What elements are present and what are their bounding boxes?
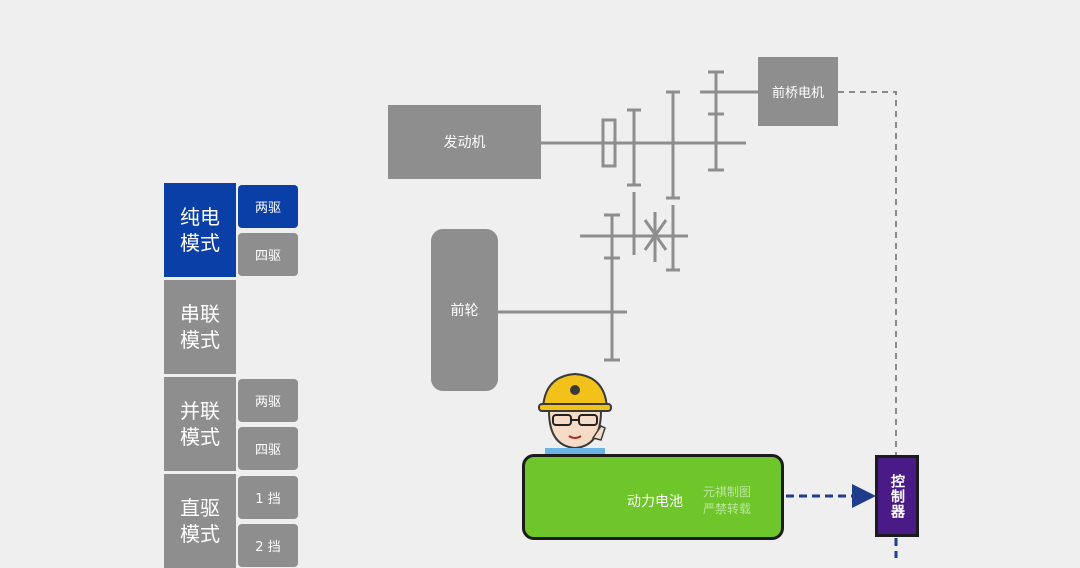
mascot-engineer-icon	[538, 372, 612, 456]
mode-direct-drive-label: 直驱模式	[180, 496, 220, 546]
mode-parallel-label: 并联模式	[180, 399, 220, 449]
sub-direct-drive-gear1[interactable]: 1 挡	[238, 476, 298, 519]
mode-parallel[interactable]: 并联模式	[164, 377, 236, 471]
front-wheel-block: 前轮	[431, 229, 498, 391]
sub-parallel-4wd[interactable]: 四驱	[238, 427, 298, 470]
controller-block: 控制器	[875, 455, 919, 537]
engine-block: 发动机	[388, 105, 541, 179]
mode-series-label: 串联模式	[180, 302, 220, 352]
watermark-line-2: 严禁转载	[703, 502, 752, 516]
mode-pure-electric-label: 纯电模式	[180, 205, 220, 255]
signal-motor-controller	[838, 91, 897, 455]
watermark: 元祺制图 严禁转载	[703, 484, 751, 518]
sub-pure-electric-2wd[interactable]: 两驱	[238, 185, 298, 228]
sub-parallel-2wd[interactable]: 两驱	[238, 379, 298, 422]
front-motor-block: 前桥电机	[758, 57, 838, 126]
sub-pure-electric-4wd[interactable]: 四驱	[238, 233, 298, 276]
mode-pure-electric[interactable]: 纯电模式	[164, 183, 236, 277]
power-battery-block: 动力电池 元祺制图 严禁转载	[522, 454, 784, 540]
watermark-line-1: 元祺制图	[703, 485, 752, 499]
battery-label: 动力电池	[627, 494, 683, 510]
mode-series[interactable]: 串联模式	[164, 280, 236, 374]
mode-direct-drive[interactable]: 直驱模式	[164, 474, 236, 568]
